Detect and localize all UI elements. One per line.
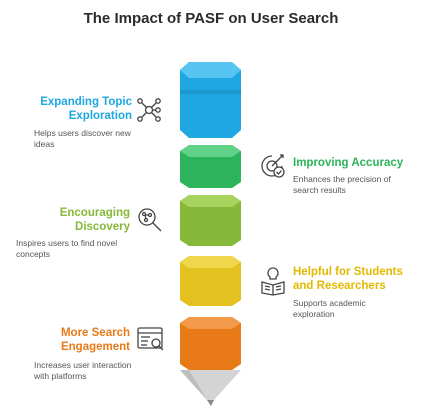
segment-green bbox=[180, 145, 241, 188]
item-desc-engagement: Increases user interaction with platform… bbox=[34, 360, 132, 381]
search-window-icon bbox=[137, 327, 164, 351]
book-lightbulb-icon bbox=[261, 267, 285, 296]
item-heading-accuracy: Improving Accuracy bbox=[293, 157, 404, 169]
item-heading-engagement: More Search Engagement bbox=[60, 327, 130, 353]
network-nodes-icon bbox=[137, 98, 161, 122]
item-desc-accuracy: Enhances the precision of search results bbox=[293, 174, 391, 195]
pencil-tip bbox=[180, 370, 241, 406]
segment-lime bbox=[180, 195, 241, 246]
segment-blue bbox=[180, 62, 241, 138]
segment-yellow bbox=[180, 256, 241, 306]
target-check-icon bbox=[261, 154, 285, 178]
item-desc-students: Supports academic exploration bbox=[293, 298, 366, 319]
item-desc-expanding: Helps users discover new ideas bbox=[34, 128, 131, 149]
item-heading-discovery: Encouraging Discovery bbox=[59, 207, 130, 233]
magnifier-analysis-icon bbox=[138, 208, 162, 232]
item-heading-students: Helpful for Students and Researchers bbox=[293, 266, 403, 292]
page-title: The Impact of PASF on User Search bbox=[83, 10, 339, 27]
item-heading-expanding: Expanding Topic Exploration bbox=[40, 96, 132, 122]
item-desc-discovery: Inspires users to find novel concepts bbox=[16, 238, 118, 259]
segment-orange bbox=[180, 317, 241, 370]
